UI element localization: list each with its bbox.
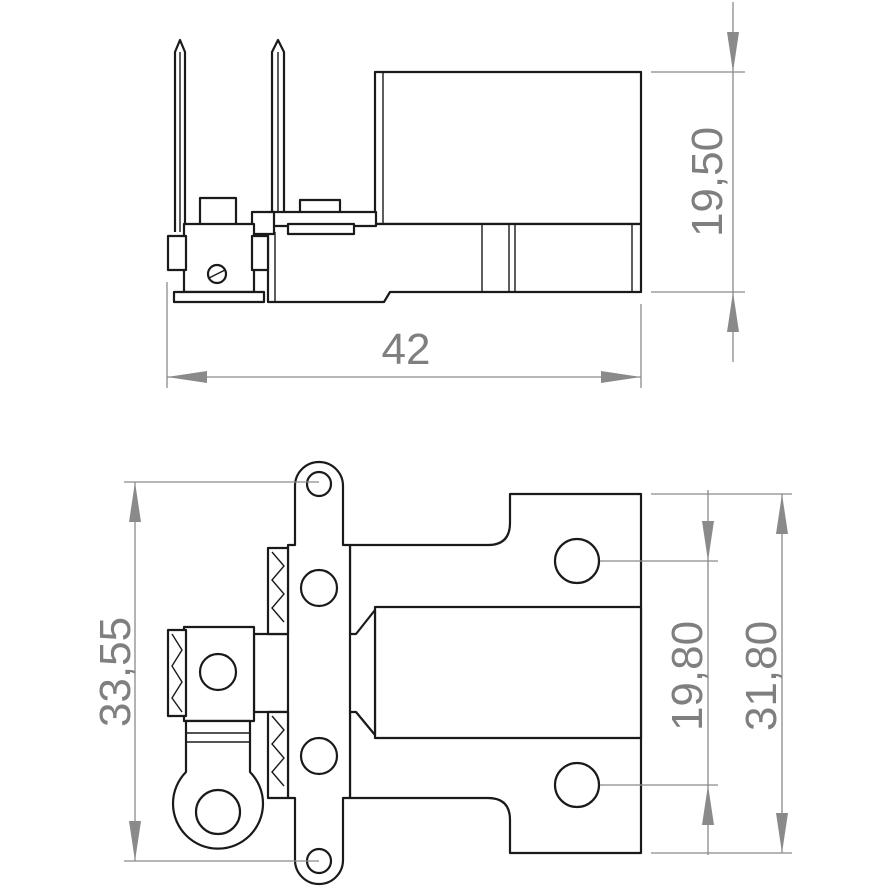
top-view: 33,55 19,80 31,80 [91,460,792,886]
terminal-screw-upper [299,568,339,608]
terminal-screw-lower [299,736,339,776]
terminal-nut-left [198,196,238,228]
dimension-label-hole-spacing: 19,80 [663,621,712,731]
mounting-hole-top [553,537,601,585]
dimension-label-width: 42 [382,325,431,374]
side-view: 42 19,50 [166,2,745,388]
lower-body [266,222,643,304]
dimension-label-total-height: 33,55 [91,617,140,727]
dimension-label-body-height: 31,80 [737,621,786,731]
clamp-screw [206,263,228,285]
central-body [373,605,643,740]
strip-hole-top [305,470,333,498]
cover-housing [373,70,643,226]
mounting-hole-bottom [553,761,601,809]
terminal-screw-left [198,652,238,692]
terminal-strip [286,460,352,886]
terminal-pin-right [270,38,286,218]
ring-terminal-block [182,625,256,723]
terminal-pin-left [173,38,187,232]
ring-lug [171,719,265,850]
dimension-label-height: 19,50 [683,127,732,237]
ring-lug-hole [194,788,242,836]
